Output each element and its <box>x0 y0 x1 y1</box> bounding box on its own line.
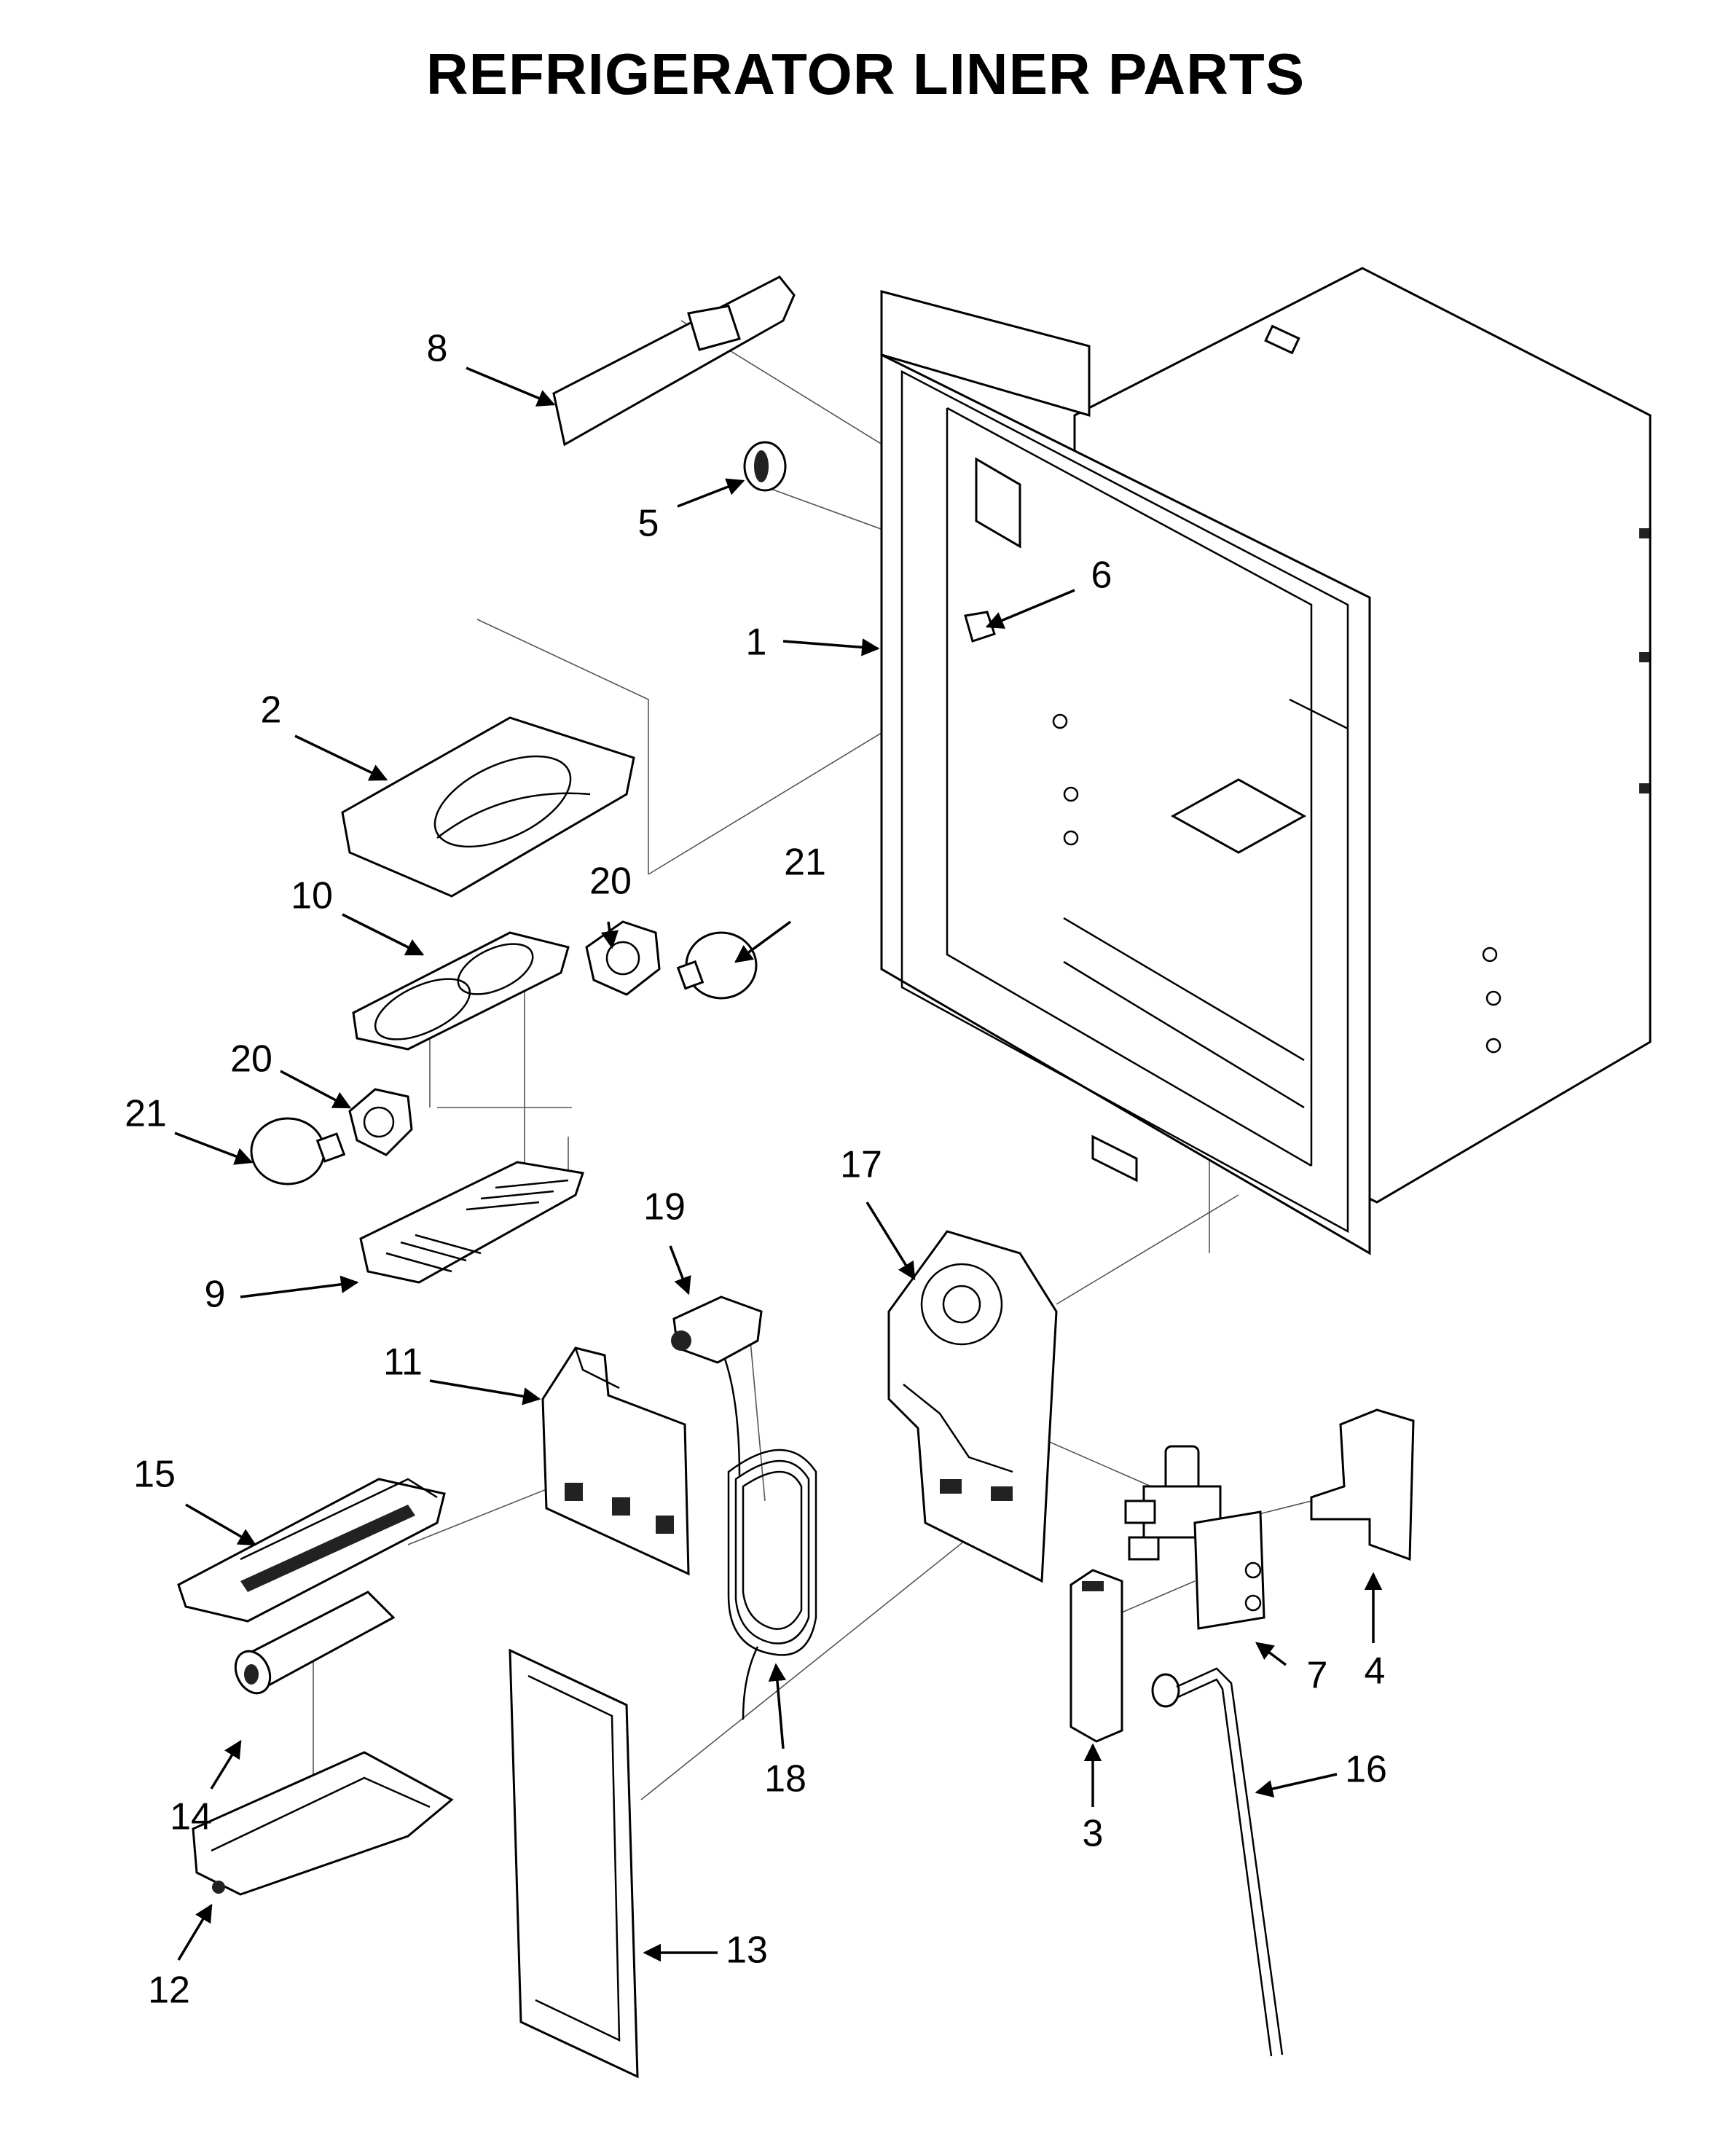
callout-21-left: 21 <box>125 1093 167 1135</box>
callout-17: 17 <box>840 1144 882 1186</box>
callout-7: 7 <box>1307 1655 1328 1697</box>
callout-5: 5 <box>638 503 659 545</box>
callout-1: 1 <box>746 622 767 664</box>
callout-21-right: 21 <box>784 842 826 884</box>
part-15-housing <box>177 1478 446 1623</box>
part-7-water-valve <box>1124 1445 1265 1630</box>
callout-15: 15 <box>133 1454 176 1496</box>
part-19-sensor <box>671 1295 763 1476</box>
part-20-socket-right <box>585 920 661 996</box>
callout-6: 6 <box>1091 554 1112 597</box>
callout-19: 19 <box>643 1186 686 1228</box>
callout-11: 11 <box>383 1341 423 1384</box>
part-2-light-housing <box>341 716 635 898</box>
callout-20-right: 20 <box>589 861 632 903</box>
part-8-trim <box>552 275 796 447</box>
part-9-grille <box>359 1161 584 1284</box>
part-14-filter <box>234 1591 396 1695</box>
part-13-trim-panel <box>509 1648 639 2079</box>
callout-16: 16 <box>1345 1749 1387 1791</box>
callout-4: 4 <box>1365 1650 1386 1693</box>
part-10-lens <box>352 931 570 1051</box>
page-title: REFRIGERATOR LINER PARTS <box>425 42 1306 106</box>
part-20-socket-left <box>348 1088 413 1156</box>
part-4-bracket <box>1310 1408 1415 1561</box>
part-17-frame <box>887 1230 1058 1583</box>
part-5-cap <box>743 441 787 492</box>
part-12-filter-cover <box>192 1751 454 1896</box>
part-16-water-tube <box>1151 1667 1284 2057</box>
callout-12: 12 <box>148 1969 190 2012</box>
part-21-bulb-right <box>676 931 758 1000</box>
part-11-bracket <box>541 1346 690 1576</box>
callout-9: 9 <box>205 1274 226 1316</box>
callout-labels: 8 5 6 1 2 10 20 21 20 21 9 19 17 11 15 4… <box>125 328 1387 2012</box>
callout-10: 10 <box>291 875 333 917</box>
callout-3: 3 <box>1083 1813 1104 1855</box>
callout-8: 8 <box>427 328 448 370</box>
callout-14: 14 <box>170 1796 212 1838</box>
part-1-liner <box>880 267 1652 1255</box>
callout-18: 18 <box>764 1758 806 1800</box>
part-21-bulb-left <box>250 1117 346 1185</box>
callout-2: 2 <box>261 689 282 732</box>
callout-20-left: 20 <box>230 1038 272 1081</box>
callout-13: 13 <box>726 1929 768 1972</box>
callout-leaders <box>174 366 1383 1962</box>
part-18-heater-coil <box>727 1449 817 1720</box>
part-3-bracket <box>1069 1569 1123 1743</box>
